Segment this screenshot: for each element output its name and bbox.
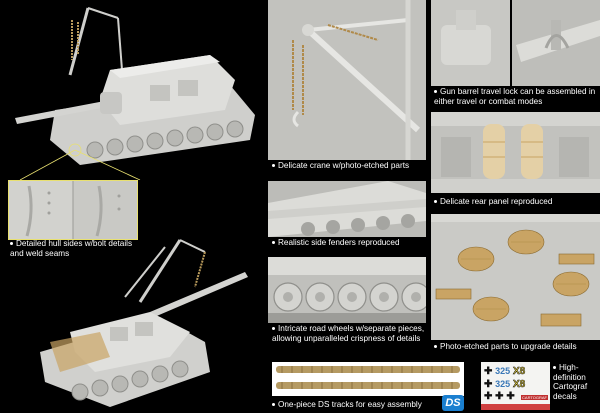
decal-row-2: ✚ 325 X8: [484, 378, 525, 391]
cartograf-logo: CARTOGRAF: [521, 395, 548, 400]
fenders-photo: [268, 181, 426, 237]
crane-caption-text: Delicate crane w/photo-etched parts: [278, 161, 410, 170]
road-wheels-photo: [268, 257, 426, 323]
main-tank-top-photo: [0, 0, 265, 180]
tracks-caption: One-piece DS tracks for easy assembly: [272, 400, 442, 410]
travel-lock-caption: Gun barrel travel lock can be assembled …: [434, 87, 600, 106]
bullet-icon: [434, 90, 437, 94]
hull-sides-caption: Detailed hull sides w/bolt details and w…: [10, 239, 138, 258]
decals-caption-text: High-definition Cartograf decals: [553, 363, 588, 401]
main-tank-bottom-photo: [0, 232, 265, 413]
balkenkreuz-icon: ✚: [484, 366, 493, 377]
rear-panel-caption-text: Delicate rear panel reproduced: [440, 197, 553, 206]
decal-mark: X8: [512, 366, 526, 378]
balkenkreuz-icon: ✚: [506, 391, 515, 402]
cartograf-logo-text: CARTOGRAF: [522, 395, 547, 400]
hull-sides-detail-photo: [8, 180, 138, 240]
bullet-icon: [434, 345, 437, 349]
rear-panel-caption: Delicate rear panel reproduced: [434, 197, 600, 207]
decal-sheet: ✚ 325 X8 ✚ 325 X8 ✚ ✚ ✚ CARTOGRAF: [481, 362, 550, 410]
balkenkreuz-icon: ✚: [484, 379, 493, 390]
balkenkreuz-icon: ✚: [495, 391, 504, 402]
decal-mark: X8: [512, 379, 526, 391]
bullet-icon: [272, 164, 275, 168]
tracks-caption-text: One-piece DS tracks for easy assembly: [278, 400, 422, 409]
travel-lock-photo: [431, 0, 600, 86]
bullet-icon: [272, 327, 275, 331]
photo-etched-caption-text: Photo-etched parts to upgrade details: [440, 342, 577, 351]
bullet-icon: [553, 366, 556, 370]
bullet-icon: [10, 242, 13, 246]
ds-logo-text: DS: [445, 397, 461, 409]
tracks-photo: [272, 362, 464, 396]
decal-row-3: ✚ ✚ ✚: [484, 391, 515, 403]
fenders-caption: Realistic side fenders reproduced: [272, 238, 432, 248]
photo-etched-caption: Photo-etched parts to upgrade details: [434, 342, 600, 352]
decal-number: 325: [495, 379, 511, 389]
bullet-icon: [434, 200, 437, 204]
bullet-icon: [272, 241, 275, 245]
bullet-icon: [272, 403, 275, 407]
decal-row-1: ✚ 325 X8: [484, 365, 525, 378]
travel-lock-caption-text: Gun barrel travel lock can be assembled …: [434, 87, 596, 106]
road-wheels-caption: Intricate road wheels w/separate pieces,…: [272, 324, 430, 343]
crane-photo: [268, 0, 426, 160]
road-wheels-caption-text: Intricate road wheels w/separate pieces,…: [272, 324, 425, 343]
crane-caption: Delicate crane w/photo-etched parts: [272, 161, 432, 171]
fenders-caption-text: Realistic side fenders reproduced: [278, 238, 400, 247]
balkenkreuz-icon: ✚: [484, 391, 493, 402]
photo-etched-photo: [431, 214, 600, 340]
rear-panel-photo: [431, 112, 600, 193]
decal-number: 325: [495, 366, 511, 376]
decals-caption: High-definition Cartograf decals: [553, 363, 600, 401]
hull-sides-caption-text: Detailed hull sides w/bolt details and w…: [10, 239, 133, 258]
ds-logo: DS: [442, 395, 464, 411]
